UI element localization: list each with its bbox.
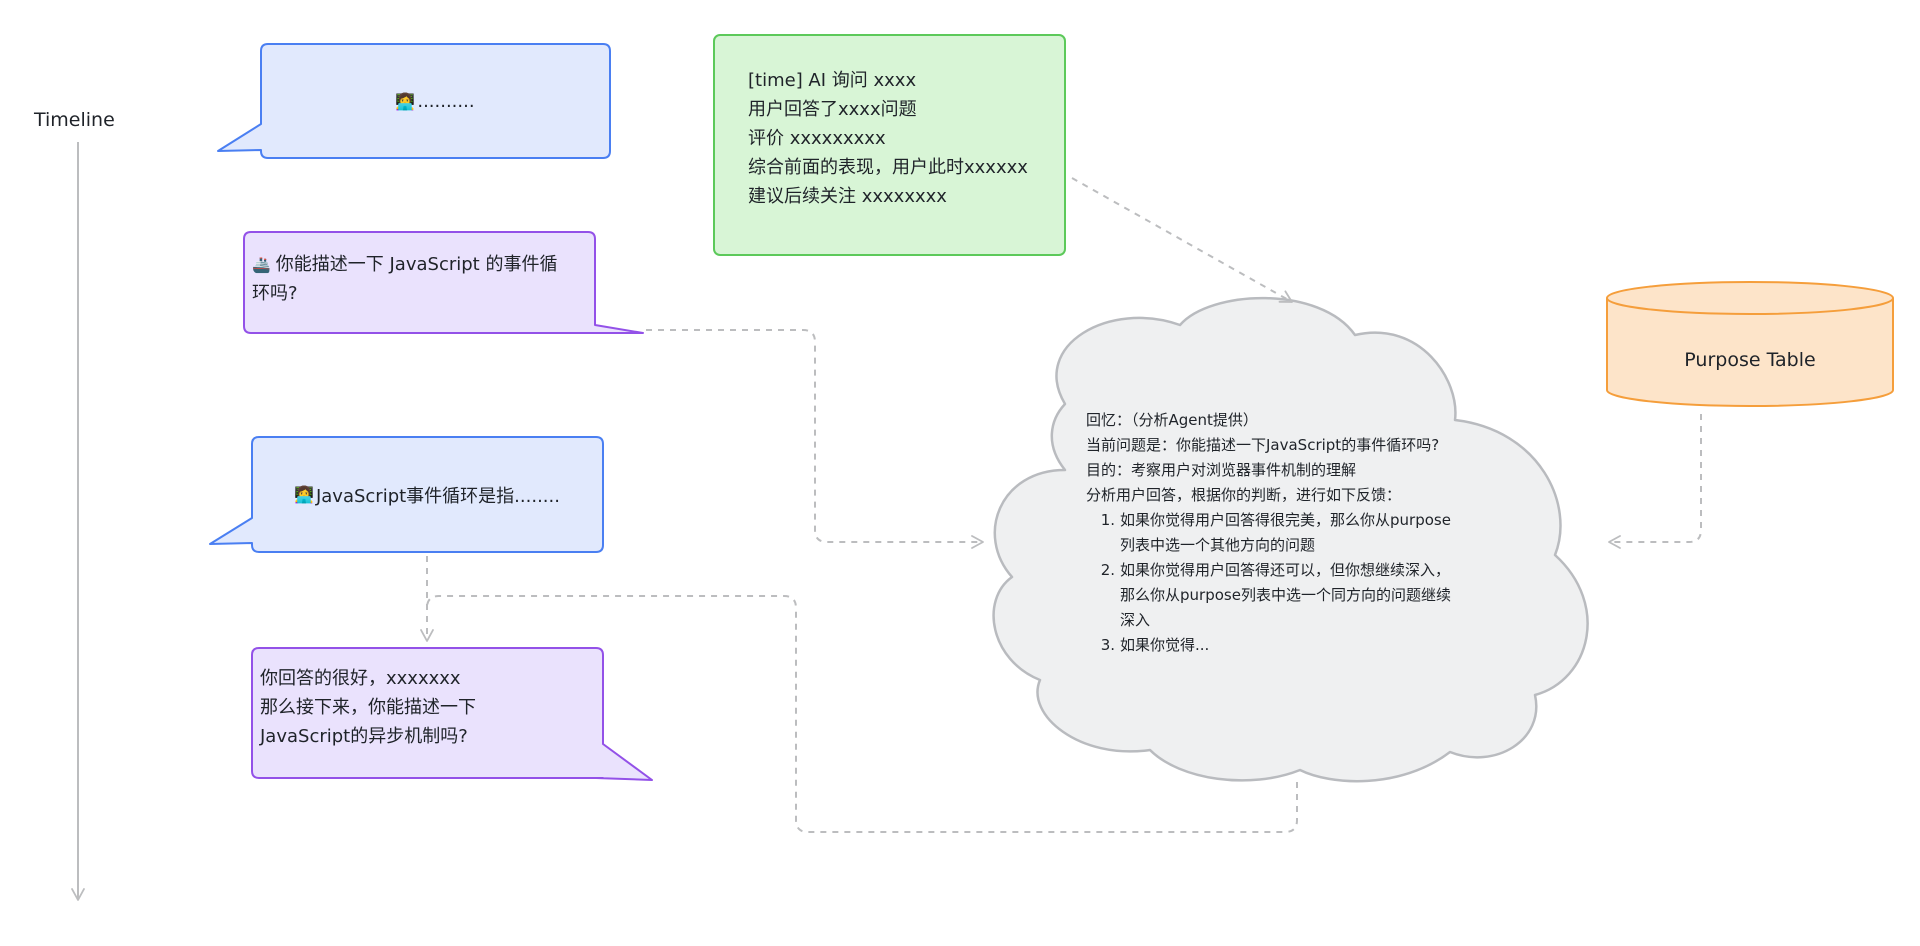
ai-placeholder-content: 👩‍💻 .......... <box>395 90 475 112</box>
summary-line: 建议后续关注 xxxxxxxx <box>748 186 947 207</box>
purpose-table-database[interactable] <box>1606 281 1894 407</box>
summary-line: 综合前面的表现，用户此时xxxxxx <box>748 157 1028 178</box>
ai-question-content: 🚢 你能描述一下 JavaScript 的事件循 环吗? <box>252 250 592 308</box>
memory-line: 目的：考察用户对浏览器事件机制的理解 <box>1086 461 1357 479</box>
user-answer-content: 👩‍💻 JavaScript事件循环是指........ <box>294 485 560 507</box>
summary-line: 评价 xxxxxxxxx <box>748 128 886 149</box>
summary-line: [time] AI 询问 xxxx <box>748 70 917 91</box>
ai-question-text: 你能描述一下 JavaScript 的事件循 环吗? <box>252 254 558 304</box>
ai-question-bubble[interactable] <box>243 231 644 334</box>
memory-list-item: 3. 如果你觉得... <box>1100 636 1210 654</box>
purpose-table-label: Purpose Table <box>1684 349 1816 371</box>
ai-feedback-bubble[interactable] <box>251 647 653 781</box>
memory-cloud[interactable] <box>992 296 1589 783</box>
connector-cloud-to-feedback <box>426 595 1298 833</box>
summary-line: 用户回答了xxxx问题 <box>748 99 917 120</box>
woman-technologist-icon: 👩‍💻 <box>395 91 416 111</box>
summary-note-box[interactable] <box>713 34 1066 256</box>
user-answer-bubble[interactable] <box>209 436 604 553</box>
connector-question-to-cloud <box>646 329 984 549</box>
woman-technologist-icon: 👩‍💻 <box>294 485 314 504</box>
timeline-label: Timeline <box>34 109 115 131</box>
summary-note-content: [time] AI 询问 xxxx 用户回答了xxxx问题 评价 xxxxxxx… <box>748 66 1060 211</box>
memory-list-item: 1. 如果你觉得用户回答得很完美，那么你从purpose 列表中选一个其他方向的… <box>1100 511 1451 554</box>
ai-feedback-text: 你回答的很好，xxxxxxx 那么接下来，你能描述一下 JavaScript的异… <box>260 668 476 747</box>
connector-note-to-cloud <box>1071 177 1293 303</box>
memory-list-item: 2. 如果你觉得用户回答得还可以，但你想继续深入， 那么你从purpose列表中… <box>1100 561 1451 629</box>
connector-database-to-cloud <box>1608 414 1702 549</box>
robot-ship-icon: 🚢 <box>252 256 271 274</box>
memory-line: 回忆：（分析Agent提供） <box>1086 411 1258 429</box>
memory-line: 当前问题是：你能描述一下JavaScript的事件循环吗? <box>1086 436 1440 454</box>
ai-placeholder-bubble[interactable] <box>217 43 611 159</box>
memory-line: 分析用户回答，根据你的判断，进行如下反馈： <box>1086 486 1402 504</box>
memory-cloud-content: 回忆：（分析Agent提供） 当前问题是：你能描述一下JavaScript的事件… <box>1086 408 1506 658</box>
